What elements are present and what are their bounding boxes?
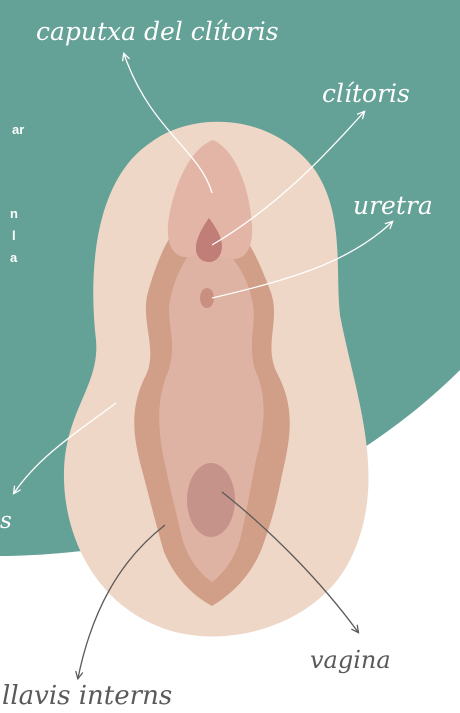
label-inner-labia: llavis interns	[2, 681, 172, 711]
cropped-text-1: ar	[12, 122, 24, 137]
cropped-text-3: l	[12, 228, 16, 243]
vagina-shape	[187, 463, 235, 537]
label-clitoris: clítoris	[322, 79, 410, 108]
cropped-text-4: a	[10, 250, 18, 265]
cropped-text-2: n	[10, 206, 18, 221]
label-urethra: uretra	[353, 191, 433, 220]
urethra-shape	[200, 288, 214, 308]
label-vagina: vagina	[310, 646, 391, 674]
label-outer-labia-fragment: s	[0, 508, 12, 534]
label-clitoral-hood: caputxa del clítoris	[36, 17, 279, 46]
